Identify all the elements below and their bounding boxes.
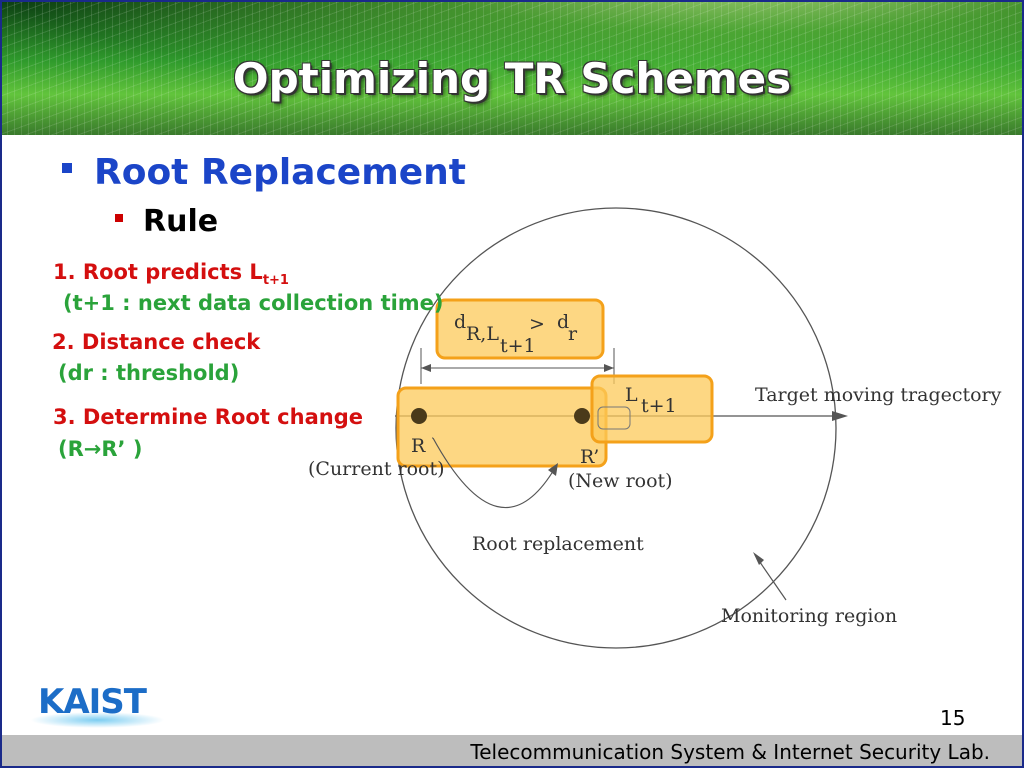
highlight-target-box — [590, 374, 714, 444]
formula-subscript: R,L — [466, 323, 499, 345]
monitoring-region-circle — [395, 207, 837, 649]
logo-swoosh — [30, 712, 165, 728]
slide-title: Optimizing TR Schemes — [232, 54, 792, 103]
root-replacement-arrowhead — [548, 463, 558, 476]
label-L-subscript: t+1 — [641, 395, 677, 417]
formula-r-subscript: r — [568, 323, 578, 345]
highlight-roots-box — [396, 386, 608, 468]
banner-grid — [0, 0, 1024, 135]
rule-2: 2. Distance check — [52, 330, 261, 354]
label-R-prime: R’ — [580, 446, 599, 468]
banner-lines — [0, 0, 1024, 135]
label-root-replacement: Root replacement — [472, 533, 644, 555]
formula-dr: d — [557, 311, 569, 333]
bullet-root-replacement: Root Replacement — [62, 152, 466, 193]
root-replacement-curve — [432, 437, 556, 508]
kaist-logo: KAIST — [38, 682, 147, 722]
distance-arrow-left — [421, 364, 431, 372]
footer-bar — [0, 735, 1024, 768]
current-root-node — [411, 408, 427, 424]
label-current-root: (Current root) — [308, 458, 445, 480]
banner-glow — [0, 0, 1024, 110]
label-L: L — [625, 384, 638, 406]
rule-1: 1. Root predicts Lt+1 — [53, 260, 289, 288]
bullet-rule-text: Rule — [143, 204, 219, 239]
page-number: 15 — [940, 706, 966, 730]
footer-lab-name: Telecommunication System & Internet Secu… — [470, 740, 990, 764]
highlight-formula-box — [435, 298, 605, 360]
label-new-root: (New root) — [568, 470, 673, 492]
bullet-root-replacement-text: Root Replacement — [94, 152, 466, 193]
bullet-square-icon — [62, 163, 72, 173]
distance-arrow-right — [604, 364, 614, 372]
rule-3: 3. Determine Root change — [53, 405, 363, 429]
trajectory-arrowhead — [832, 411, 848, 421]
formula-d: d — [454, 311, 466, 333]
rule-1-subscript: t+1 — [262, 273, 289, 288]
label-target-trajectory: Target moving tragectory — [755, 384, 1002, 406]
bullet-square-icon — [115, 213, 123, 222]
predicted-location-marker — [597, 406, 631, 430]
rule-2-note: (dr : threshold) — [58, 361, 240, 385]
monitoring-region-arrowhead — [753, 552, 764, 565]
formula-greater-than: > — [529, 313, 545, 335]
rule-1-note: (t+1 : next data collection time) — [63, 291, 444, 315]
label-monitoring-region: Monitoring region — [721, 605, 897, 627]
title-banner — [0, 0, 1024, 135]
label-R: R — [411, 435, 426, 457]
formula-subscript-2: t+1 — [500, 335, 536, 357]
rule-1-text: 1. Root predicts L — [53, 260, 263, 284]
bullet-rule: Rule — [115, 204, 218, 239]
new-root-node — [574, 408, 590, 424]
rule-3-note: (R→R’ ) — [58, 437, 143, 461]
